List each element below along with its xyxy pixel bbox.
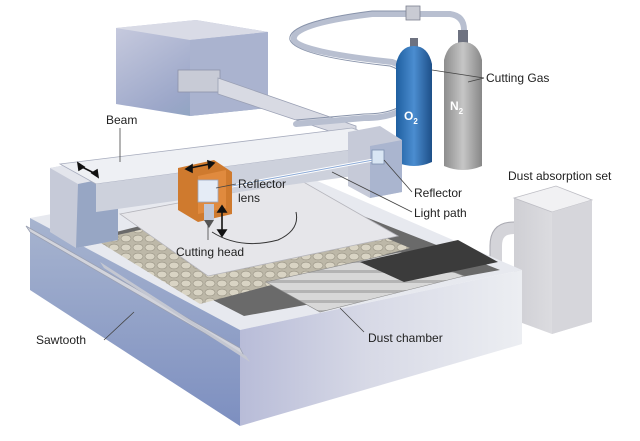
label-cutting-gas: Cutting Gas [486,71,549,85]
light-path [209,156,385,192]
gas-line [290,11,467,127]
label-dust-chamber: Dust chamber [368,331,443,345]
n2-cylinder [444,30,482,170]
dust-absorption-unit [489,185,594,334]
front-rail [25,225,250,362]
label-beam: Beam [106,113,137,127]
reflector-mirror [371,149,385,165]
cutting-head [178,160,232,228]
label-sawtooth: Sawtooth [36,333,86,347]
leader-lines [103,69,485,341]
label-light-path: Light path [414,206,467,220]
o2-cylinder [396,38,432,166]
move-arrow-icon [76,159,228,238]
dust-chamber-slats [265,240,498,313]
label-reflector-lens-2: lens [238,191,260,205]
gas-valve-icon [405,5,421,21]
label-n2: N2 [450,99,464,116]
label-reflector-lens-1: Reflector [238,177,286,191]
label-reflector: Reflector [414,186,462,200]
label-cutting-head: Cutting head [176,245,244,259]
cut-path [211,211,298,245]
label-dust-absorption-set: Dust absorption set [508,169,612,183]
label-o2: O2 [404,109,418,126]
